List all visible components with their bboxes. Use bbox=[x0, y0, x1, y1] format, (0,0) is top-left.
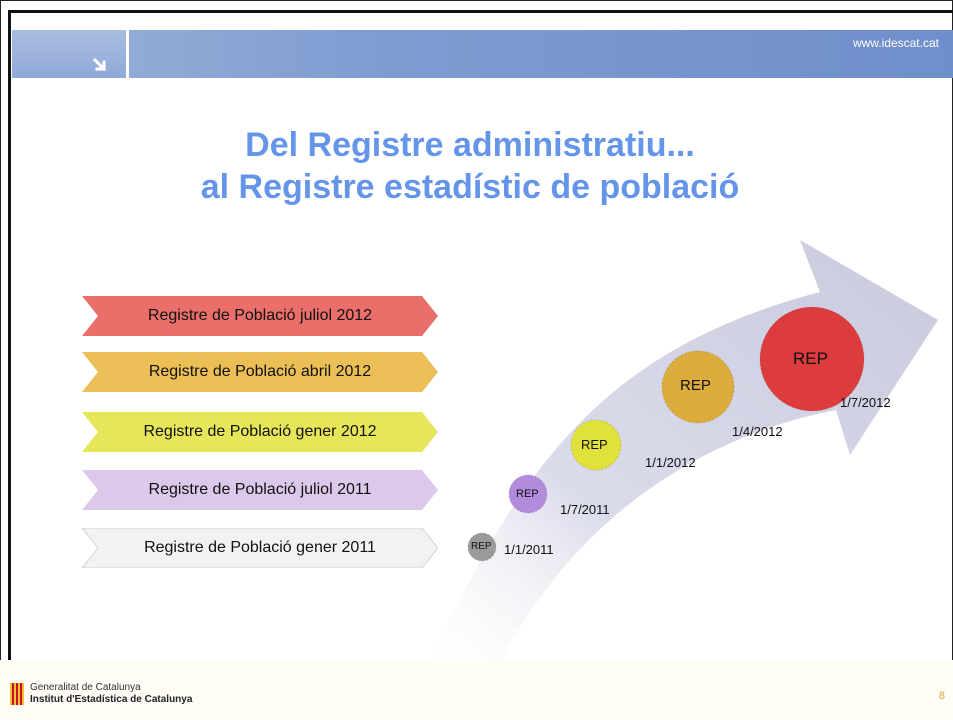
register-label: Registre de Població gener 2012 bbox=[143, 423, 377, 440]
header-divider bbox=[126, 30, 129, 78]
rep-label: REP bbox=[471, 541, 492, 552]
header-band bbox=[12, 30, 953, 78]
rep-bubble bbox=[467, 532, 497, 562]
register-label: Registre de Població juliol 2011 bbox=[148, 481, 372, 498]
chevron-shape bbox=[82, 412, 438, 452]
footer-branding: Generalitat de Catalunya Institut d'Esta… bbox=[10, 682, 192, 706]
register-label: Registre de Població juliol 2012 bbox=[147, 307, 373, 324]
rep-label: REP bbox=[581, 437, 608, 452]
register-chevron: Registre de Població gener 2011 bbox=[82, 528, 438, 568]
register-chevron: Registre de Població abril 2012 bbox=[82, 352, 438, 392]
header-tab bbox=[12, 30, 126, 78]
site-url: www.idescat.cat bbox=[852, 36, 939, 50]
chevron-shape bbox=[82, 528, 438, 568]
rep-label: REP bbox=[680, 377, 711, 394]
rep-label: REP bbox=[516, 488, 539, 500]
slide-title-line2: al Registre estadístic de població bbox=[200, 168, 740, 206]
chevron-shape bbox=[82, 352, 438, 392]
timeline-date: 1/7/2012 bbox=[840, 395, 891, 410]
footer-line2: Institut d'Estadística de Catalunya bbox=[30, 694, 193, 705]
timeline-date: 1/4/2012 bbox=[732, 424, 783, 439]
register-chevron: Registre de Població juliol 2011 bbox=[82, 470, 438, 510]
register-chevron: Registre de Població juliol 2012 bbox=[82, 296, 438, 336]
rep-bubble bbox=[759, 306, 865, 412]
arrow-down-right-icon bbox=[93, 58, 107, 72]
rep-bubble bbox=[570, 419, 622, 471]
rep-bubble bbox=[508, 474, 548, 514]
footer-strip bbox=[0, 660, 953, 720]
page-number: 8 bbox=[938, 690, 945, 702]
footer-line1: Generalitat de Catalunya bbox=[30, 682, 141, 693]
register-chevron: Registre de Població gener 2012 bbox=[82, 412, 438, 452]
register-label: Registre de Població abril 2012 bbox=[148, 363, 372, 380]
footer-text: Generalitat de Catalunya Institut d'Esta… bbox=[30, 682, 192, 706]
chevron-shape bbox=[82, 470, 438, 510]
timeline-date: 1/1/2011 bbox=[504, 542, 554, 557]
generalitat-logo-icon bbox=[10, 683, 24, 705]
frame-left-border bbox=[8, 12, 11, 672]
timeline-date: 1/7/2011 bbox=[560, 502, 610, 517]
register-label: Registre de Població gener 2011 bbox=[144, 539, 376, 556]
frame-top-border bbox=[8, 10, 953, 13]
rep-label: REP bbox=[793, 349, 828, 368]
rep-bubble bbox=[661, 350, 735, 424]
timeline-date: 1/1/2012 bbox=[645, 455, 696, 470]
slide-title-line1: Del Registre administratiu... bbox=[245, 126, 695, 164]
chevron-shape bbox=[82, 296, 438, 336]
